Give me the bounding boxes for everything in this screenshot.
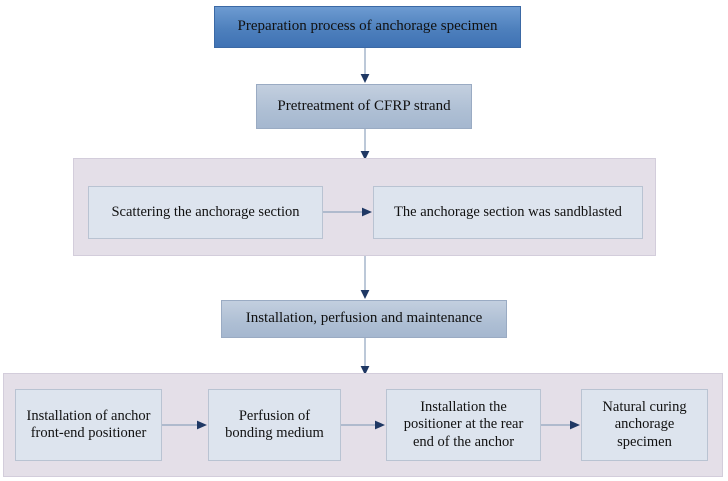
node-perfusion-bonding-medium-label: Perfusion of bonding medium [225, 407, 324, 441]
node-anchorage-section-sandblasted: The anchorage section was sandblasted [373, 186, 643, 239]
node-rear-end-positioner: Installation the positioner at the rear … [386, 389, 541, 461]
connector-group-to-installation [358, 256, 372, 300]
node-natural-curing-specimen: Natural curing anchorage specimen [581, 389, 708, 461]
node-preparation-process: Preparation process of anchorage specime… [214, 6, 521, 48]
connector-front-end-to-bonding [162, 418, 208, 432]
node-scattering-anchorage-section: Scattering the anchorage section [88, 186, 323, 239]
connector-installation-to-group [358, 338, 372, 376]
connector-rear-to-curing [541, 418, 581, 432]
node-installation-perfusion-maintenance-label: Installation, perfusion and maintenance [245, 310, 483, 327]
node-rear-end-positioner-label: Installation the positioner at the rear … [403, 399, 524, 450]
connector-bonding-to-rear [341, 418, 386, 432]
node-pretreatment-cfrp-label: Pretreatment of CFRP strand [277, 97, 451, 114]
node-installation-perfusion-maintenance: Installation, perfusion and maintenance [221, 300, 507, 338]
node-scattering-anchorage-section-label: Scattering the anchorage section [111, 203, 300, 220]
node-natural-curing-specimen-label: Natural curing anchorage specimen [602, 399, 687, 450]
connector-root-to-pretreatment [358, 48, 372, 84]
connector-pretreatment-to-group [358, 129, 372, 161]
node-preparation-process-label: Preparation process of anchorage specime… [237, 18, 498, 35]
node-anchorage-section-sandblasted-label: The anchorage section was sandblasted [394, 203, 622, 220]
node-perfusion-bonding-medium: Perfusion of bonding medium [208, 389, 341, 461]
node-anchor-front-end-positioner-label: Installation of anchor front-end positio… [26, 407, 151, 441]
node-anchor-front-end-positioner: Installation of anchor front-end positio… [15, 389, 162, 461]
connector-scattering-to-sandblasted [323, 205, 373, 219]
node-pretreatment-cfrp: Pretreatment of CFRP strand [256, 84, 472, 129]
